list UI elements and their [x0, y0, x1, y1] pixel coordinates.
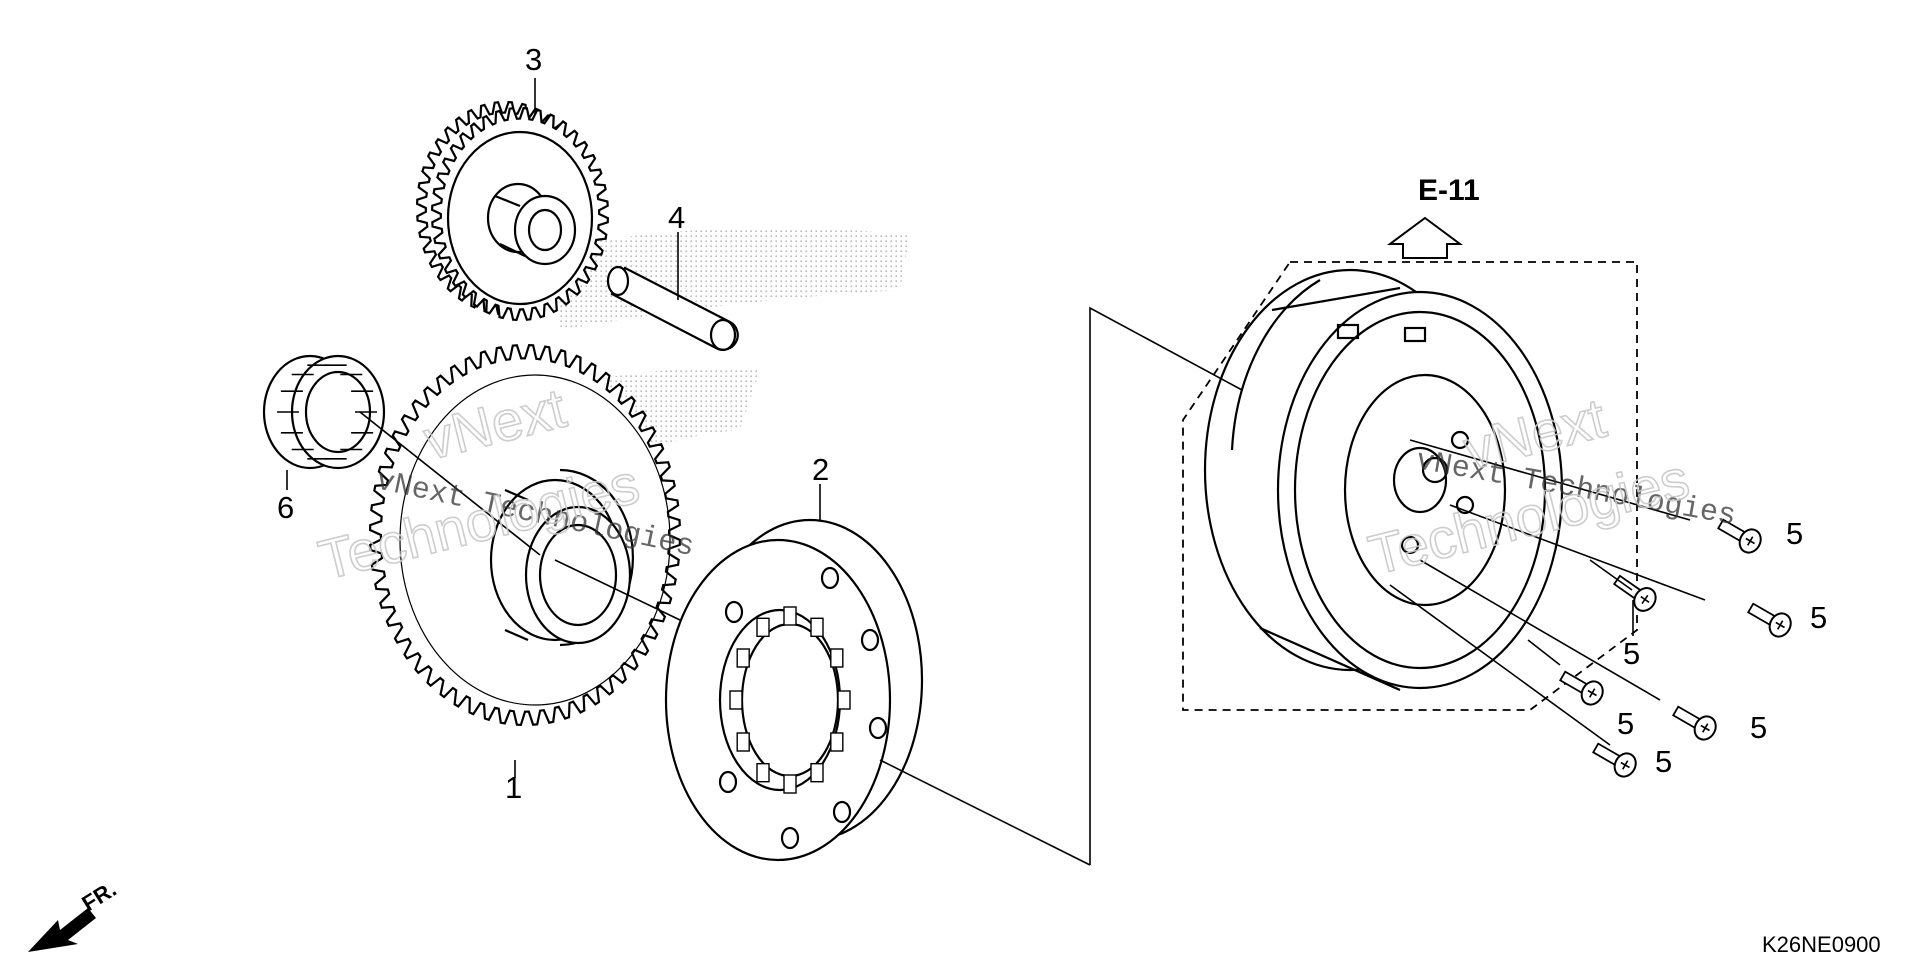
pin-part-4: [606, 265, 739, 352]
callout-3: 3: [525, 42, 542, 77]
reference-arrow-icon: [1386, 216, 1464, 259]
clutch-part-2: [658, 518, 924, 906]
front-arrow-icon: [28, 908, 96, 952]
callout-6: 6: [277, 490, 294, 525]
assembly-boundary: [1182, 261, 1638, 711]
callout-5f: 5: [1655, 744, 1672, 779]
front-label: FR.: [77, 876, 120, 916]
callout-5a: 5: [1786, 516, 1803, 551]
callout-2: 2: [812, 452, 829, 487]
callout-5e: 5: [1750, 710, 1767, 745]
callouts: 1 2 3 4 6 5 5 5 5 5 5: [277, 42, 1827, 805]
drawing-code: K26NE0900: [1762, 932, 1881, 957]
bearing-part-6: [262, 354, 386, 470]
flywheel-assembly: [1203, 268, 1564, 692]
leader-lines: [286, 78, 1706, 866]
callout-5b: 5: [1810, 600, 1827, 635]
reference-label: E-11: [1418, 174, 1480, 207]
gear-part-1: [368, 343, 682, 727]
bolts-part-5: [1559, 518, 1792, 778]
callout-5d: 5: [1617, 706, 1634, 741]
callout-5c: 5: [1623, 636, 1640, 671]
callout-4: 4: [668, 200, 685, 235]
front-indicator: FR.: [28, 876, 121, 952]
callout-1: 1: [505, 770, 522, 805]
gear-part-3: [415, 100, 610, 322]
